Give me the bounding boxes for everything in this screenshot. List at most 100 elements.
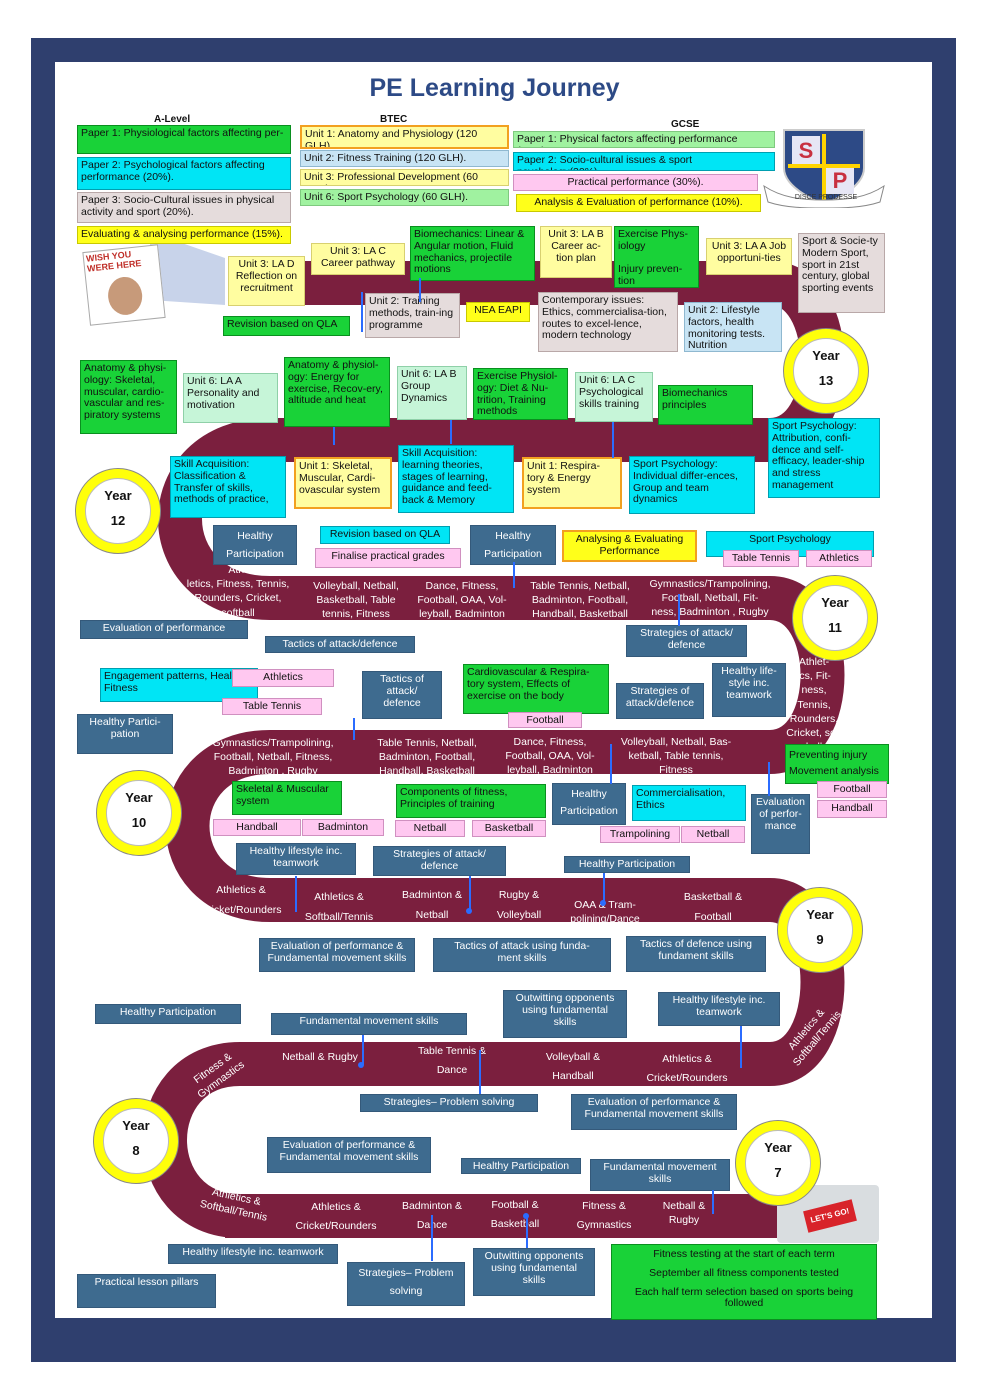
y11-road-sports-4: Table Tennis, Netball, Badminton, Footba… [530,580,630,621]
y12-unit6-la-b: Unit 6: LA B Group Dynamics [397,366,467,420]
y10-football-2: Football [817,781,887,798]
y11-road-sports-2: Volleyball, Netball, Basketball, Table t… [313,580,399,621]
connector [450,420,452,444]
y7-strategies: Strategies– Problem solving [347,1262,465,1306]
alevel-paper1: Paper 1: Physiological factors affecting… [77,125,291,154]
y7-road-sports-5: Fitness & Gymnastics [576,1200,632,1232]
y8-road-sports-3: Table Tennis & Dance [417,1045,487,1077]
y8-outwitting: Outwitting opponents using fundamental s… [503,990,627,1038]
y9-tactics-attack: Tactics of attack using funda- ment skil… [433,938,611,972]
y7-evaluation: Evaluation of performance & Fundamental … [267,1137,431,1173]
gcse-paper2: Paper 2: Socio-cultural issues & sport p… [513,152,775,171]
y13-la-d: Unit 3: LA D Reflection on recruitment [228,256,305,306]
connector [469,876,471,912]
year-12-badge: Year 12 [75,468,161,554]
y8-road-sports-4: Volleyball & Handball [545,1051,601,1083]
y12-sport-psychology: Sport Psychology: Attribution, confi-den… [768,418,880,498]
y7-road-sports-4: Football & Basketball [490,1199,540,1231]
year-9-label: Year [806,907,834,922]
y8-evaluation: Evaluation of performance & Fundamental … [571,1094,737,1130]
y10-healthy-participation-2: Healthy Participation [552,783,626,825]
y7-healthy-lifestyle: Healthy lifestyle inc. teamwork [168,1244,338,1264]
y7-road-sports-6: Netball & Rugby [662,1200,706,1227]
y12-biomechanics-principles: Biomechanics principles [658,385,753,425]
y9-road-sports-4: Rugby & Volleyball [496,889,542,921]
year-12-number: 12 [110,512,126,528]
person-avatar [106,275,145,317]
y9-road-sports-2: Athletics & Softball/Tennis [304,891,374,923]
y10-strategies: Strategies of attack/defence [616,683,704,719]
y7-fundamental: Fundamental movement skills [590,1159,730,1191]
y13-sport-society: Sport & Socie-ty Modern Sport, sport in … [798,233,885,313]
connector [712,1190,714,1214]
y10-evaluation: Evaluation of perfor- mance [751,794,810,854]
connector [479,1050,481,1094]
y13-biomechanics: Biomechanics: Linear & Angular motion, F… [410,226,535,281]
y13-revision: Revision based on QLA [223,316,350,336]
y12-skill-acquisition-classification: Skill Acquisition: Classification & Tran… [170,456,286,518]
y11-healthy-participation-1: Healthy Participation [213,525,297,565]
y8-road-sports-2: Netball & Rugby [282,1051,358,1063]
header-gcse: GCSE [671,119,700,130]
connector [612,422,614,458]
header-alevel: A-Level [154,114,191,125]
y13-la-b: Unit 3: LA B Career ac-tion plan [540,226,612,278]
y10-trampolining: Trampolining [600,826,680,843]
gcse-paper1: Paper 1: Physical factors affecting perf… [513,131,775,148]
fitness-testing-line-2: September all fitness components tested [649,1266,839,1279]
y7-outwitting: Outwitting opponents using fundamental s… [473,1248,595,1296]
connector [740,1026,742,1068]
y9-road-sports-6: Basketball & Football [683,891,743,923]
btec-unit1: Unit 1: Anatomy and Physiology (120 GLH)… [300,125,509,149]
y11-analysing: Analysing & Evaluating Performance [562,530,697,562]
gcse-practical: Practical performance (30%). [513,174,758,191]
y12-anatomy-systems: Anatomy & physi-ology: Skeletal, muscula… [80,360,177,434]
y11-road-sports-6: Athlet- ics, Fit- ness, Tennis, Rounders… [786,656,842,753]
y11-road-sports-1: Ath- letics, Fitness, Tennis, Rounders, … [186,564,290,619]
fitness-testing-line-3: Each half term selection based on sports… [634,1285,854,1310]
y10-tactics: Tactics of attack/ defence [362,671,442,719]
y11-road-sports-5: Gymnastics/Trampolining, Football, Netba… [649,578,771,619]
y12-unit6-la-a: Unit 6: LA A Personality and motivation [183,373,278,423]
y11-table-tennis: Table Tennis [723,550,799,567]
y9-tactics-defence: Tactics of defence using fundament skill… [626,936,766,972]
y10-preventing-injury: Preventing injury Movement analysis [785,744,889,784]
y13-la-c: Unit 3: LA C Career pathway [311,243,405,275]
connector [526,1215,528,1248]
y10-football-1: Football [508,712,582,728]
svg-text:S: S [799,138,814,163]
connector [353,718,355,740]
y10-road-sports-3: Dance, Fitness, Football, OAA, Vol- leyb… [505,736,595,777]
connector [431,1215,433,1261]
connector-dot [600,900,606,906]
alevel-paper2: Paper 2: Psychological factors affecting… [77,157,291,190]
y11-evaluation: Evaluation of performance [80,620,248,639]
y10-road-sports-2: Table Tennis, Netball, Badminton, Footba… [377,737,477,778]
connector [513,562,515,588]
y7-healthy-participation: Healthy Participation [461,1158,581,1174]
y8-healthy-lifestyle: Healthy lifestyle inc. teamwork [658,992,780,1026]
y9-healthy-participation: Healthy Participation [564,856,690,873]
y10-netball-2: Netball [681,826,745,843]
alevel-evaluating: Evaluating & analysing performance (15%)… [77,226,291,244]
connector [295,876,297,912]
y11-healthy-participation-2: Healthy Participation [470,525,556,565]
y13-la-a: Unit 3: LA A Job opportuni-ties [706,238,792,275]
y9-road-sports-3: Badminton & Netball [401,889,463,921]
connector [333,427,335,445]
y12-anatomy-energy: Anatomy & physiol-ogy: Energy for exerci… [284,357,390,427]
y11-tactics: Tactics of attack/defence [265,636,415,653]
connector [768,762,770,796]
year-10-number: 10 [131,814,147,830]
y10-handball: Handball [213,819,301,836]
connector [610,744,612,784]
y10-components: Components of fitness, Principles of tra… [396,784,546,818]
connector-dot [523,1213,529,1219]
year-12-label: Year [104,488,132,503]
y8-road-sports-5: Athletics & Cricket/Rounders [646,1053,728,1085]
y13-unit2-lifestyle: Unit 2: Lifestyle factors, health monito… [684,302,782,352]
